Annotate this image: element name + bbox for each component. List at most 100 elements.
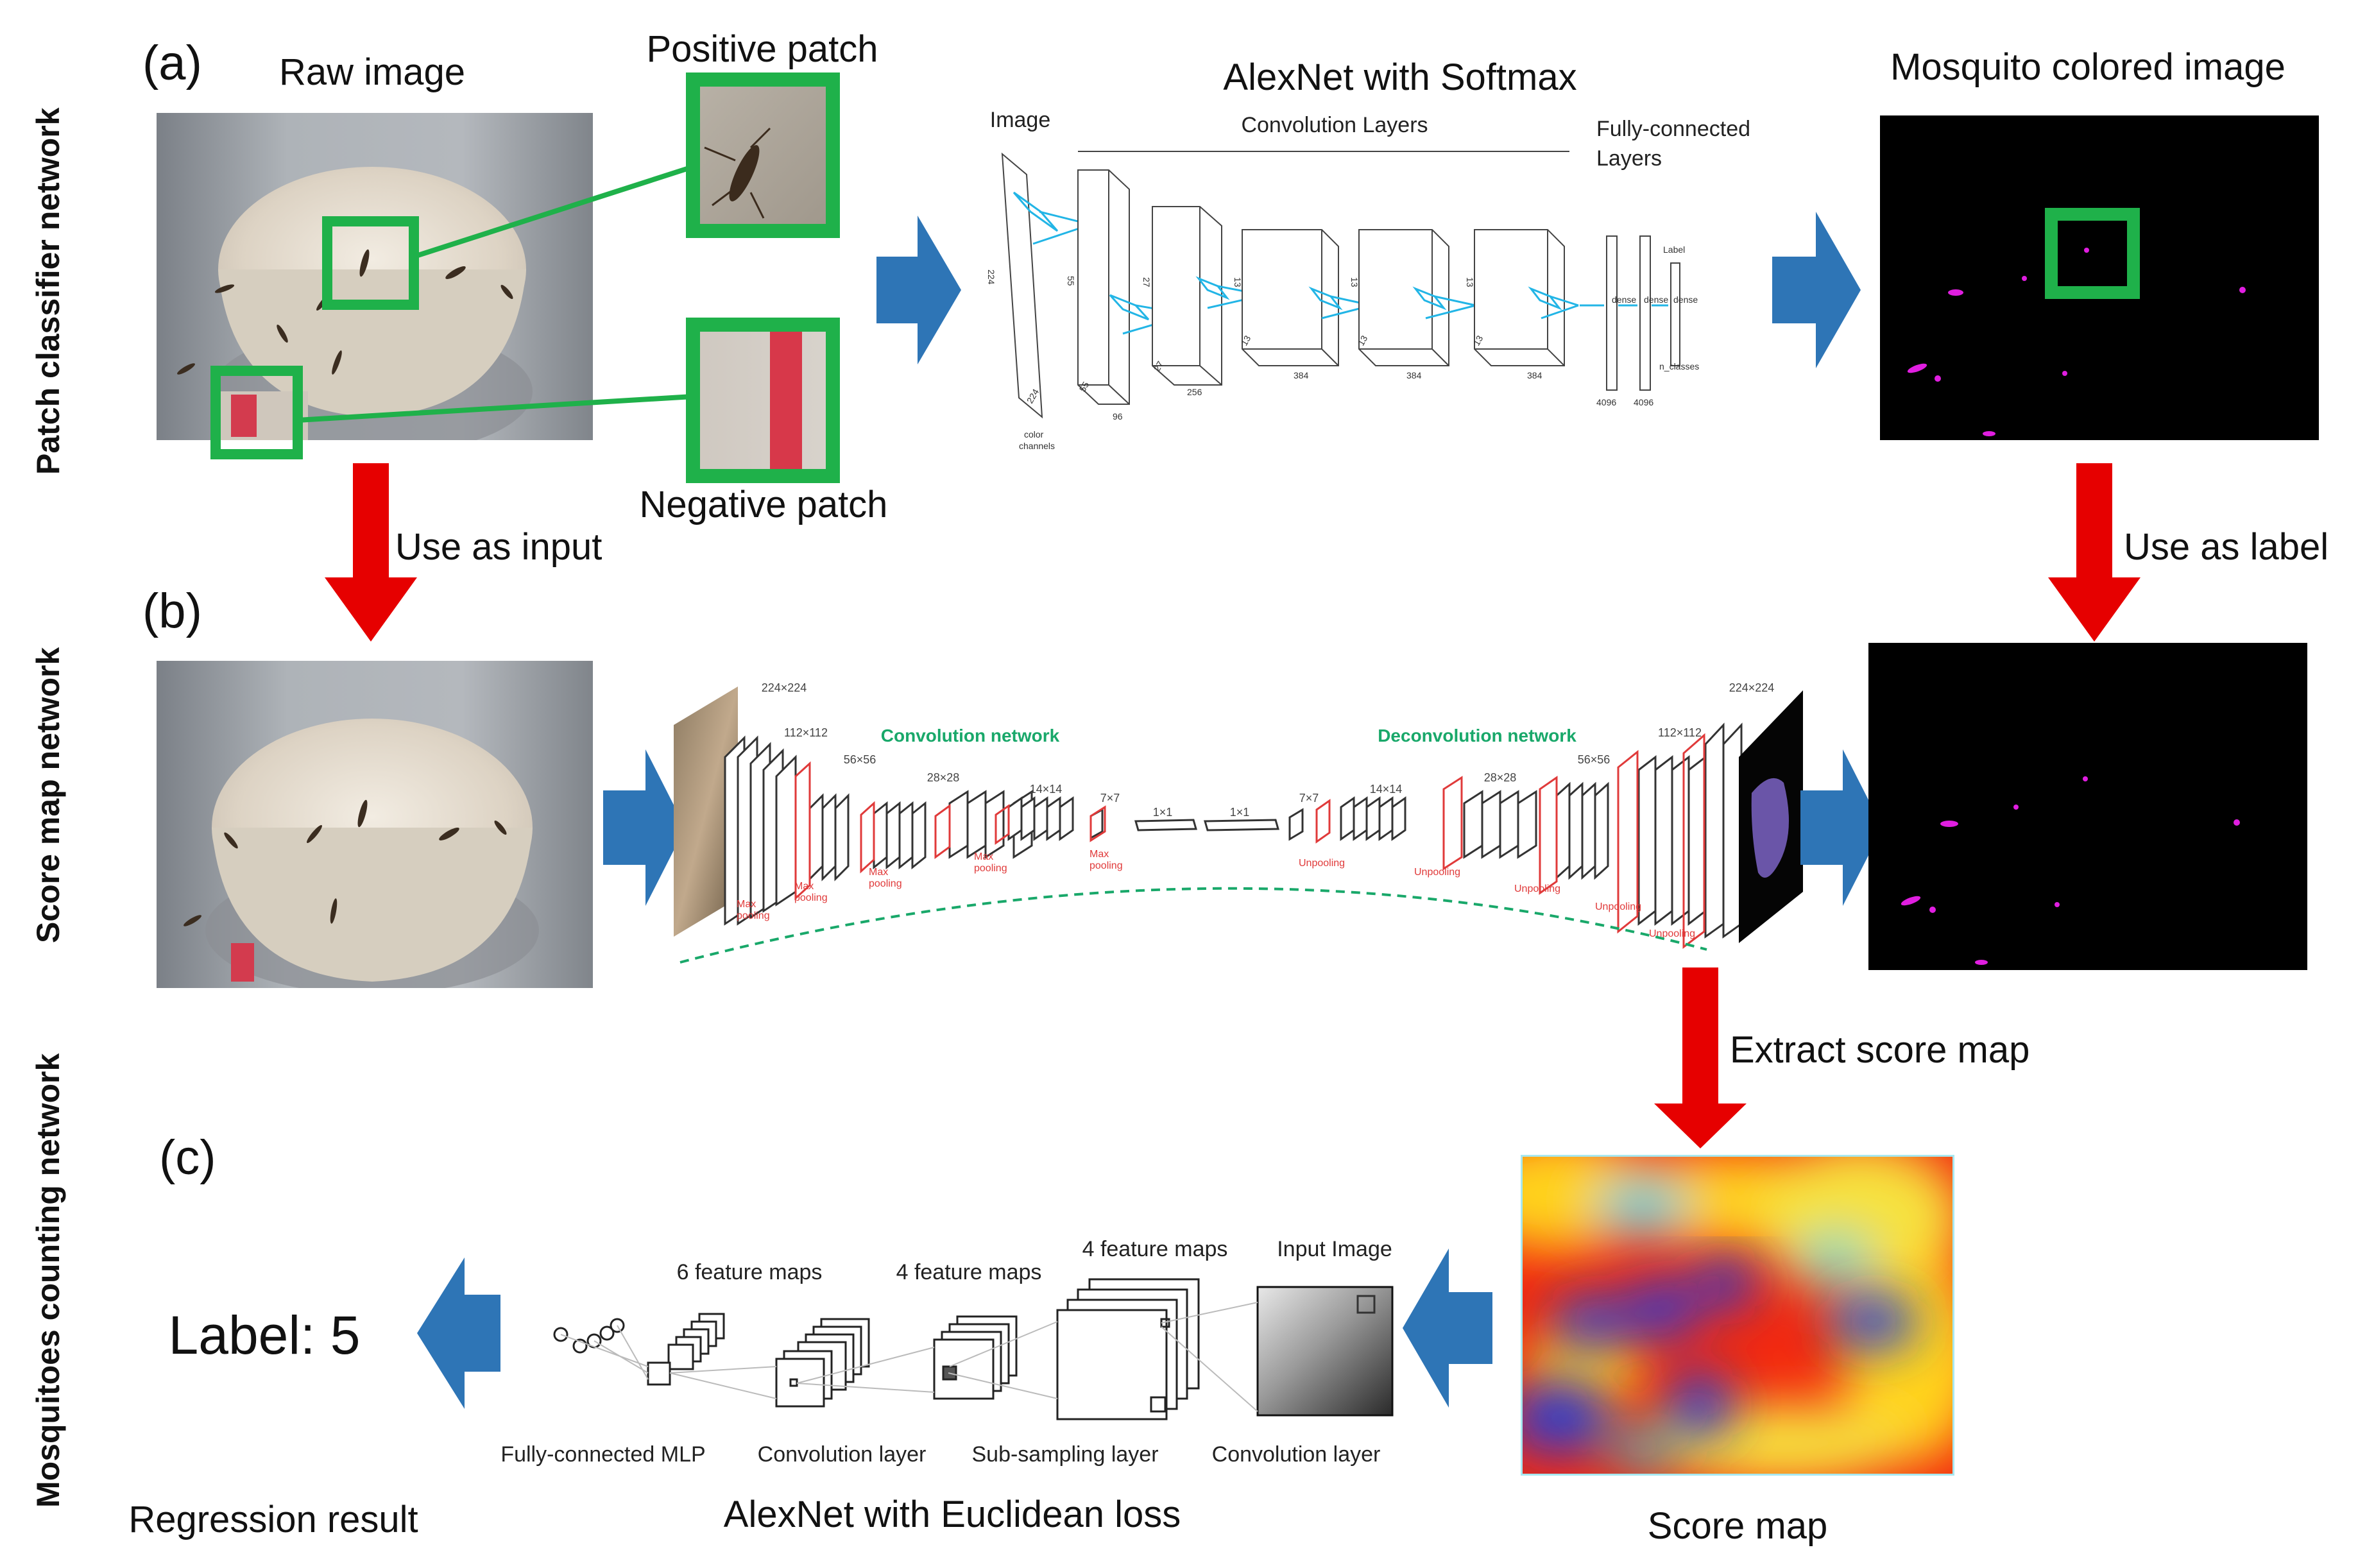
score-label-image	[1868, 643, 2307, 970]
arrow-to-result	[417, 1257, 500, 1409]
dim-55-a: 55	[1066, 276, 1076, 286]
maxpool-4b: pooling	[974, 863, 1007, 874]
use-as-label-label: Use as label	[2124, 526, 2328, 568]
fc-layers-label-2: Layers	[1596, 146, 1662, 171]
dense-2: dense	[1644, 294, 1668, 305]
alexnet-image-label: Image	[990, 108, 1051, 132]
size-1-left: 1×1	[1153, 806, 1173, 819]
dense-1: dense	[1612, 294, 1636, 305]
score-map-title: Score map	[1648, 1505, 1827, 1547]
dim-13-e: 13	[1465, 277, 1475, 287]
dim-96: 96	[1113, 411, 1123, 422]
size-7-left: 7×7	[1100, 792, 1120, 805]
six-feature-maps-label: 6 feature maps	[677, 1260, 823, 1284]
arrow-to-deconvnet	[603, 749, 685, 906]
dim-27-b: 27	[1152, 359, 1166, 373]
unpool-2: Unpooling	[1414, 867, 1460, 878]
positive-connector	[413, 164, 694, 259]
size-7-right: 7×7	[1299, 792, 1319, 805]
mosquito-colored-title: Mosquito colored image	[1890, 46, 2285, 88]
dim-nclass: n_classes	[1659, 361, 1699, 371]
arrow-to-counting-net	[1403, 1248, 1492, 1408]
negative-box-raw	[210, 366, 303, 459]
dim-13-a: 13	[1233, 277, 1243, 287]
deconvolution-network-label: Deconvolution network	[1378, 726, 1576, 746]
size-28-right: 28×28	[1484, 771, 1517, 784]
input-image-thumbnail	[1256, 1286, 1394, 1417]
conv-layer-1-label: Convolution layer	[758, 1442, 927, 1467]
size-56-left: 56×56	[844, 753, 876, 766]
dim-channels: channels	[1019, 441, 1055, 451]
dim-55-b: 55	[1077, 380, 1091, 394]
alexnet-architecture: Image Convolution Layers Fully-connected…	[986, 108, 1750, 451]
use-as-input-label: Use as input	[395, 526, 602, 568]
fc-layers-label-1: Fully-connected	[1596, 117, 1750, 141]
skip-connection-curve	[679, 887, 1707, 964]
maxpool-1b: pooling	[737, 910, 770, 921]
negative-connector	[297, 394, 694, 423]
arrow-to-colored-image	[1772, 212, 1861, 368]
maxpool-1a: Max	[737, 899, 756, 910]
arrow-use-as-input	[325, 463, 417, 642]
four-feature-maps-label-2: 4 feature maps	[1082, 1237, 1228, 1261]
negative-patch	[686, 318, 840, 483]
unpool-4: Unpooling	[1595, 901, 1641, 912]
arrow-use-as-label	[2048, 463, 2140, 642]
arrow-extract-score-map	[1654, 967, 1747, 1148]
dim-256: 256	[1187, 387, 1202, 397]
positive-patch	[686, 72, 840, 238]
regression-result-label: Regression result	[128, 1499, 418, 1540]
conv-layer-2-label: Convolution layer	[1212, 1442, 1381, 1467]
dim-27-a: 27	[1141, 277, 1152, 287]
dim-4096-b: 4096	[1634, 397, 1653, 407]
size-224-left: 224×224	[762, 681, 807, 694]
input-image-label: Input Image	[1277, 1237, 1392, 1261]
positive-patch-title: Positive patch	[646, 28, 878, 70]
unpool-1: Unpooling	[1299, 858, 1345, 869]
maxpool-3a: Max	[869, 867, 888, 878]
dim-384-a: 384	[1294, 370, 1309, 380]
size-14-right: 14×14	[1370, 783, 1403, 796]
extract-score-map-label: Extract score map	[1730, 1029, 2029, 1071]
convolution-network-label: Convolution network	[881, 726, 1060, 746]
arrow-to-alexnet	[876, 216, 961, 364]
size-56-right: 56×56	[1578, 753, 1610, 766]
negative-patch-title: Negative patch	[640, 484, 888, 525]
mosquito-colored-image	[1880, 115, 2319, 440]
four-feature-maps-label-1: 4 feature maps	[896, 1260, 1042, 1284]
arrow-to-label-map	[1800, 749, 1883, 906]
dim-13-d: 13	[1356, 334, 1370, 348]
dim-13-f: 13	[1471, 334, 1485, 348]
score-map-heatmap	[1521, 1155, 1954, 1476]
conv-layers-label: Convolution Layers	[1241, 113, 1428, 137]
sub-sampling-label: Sub-sampling layer	[971, 1442, 1158, 1467]
side-label-counting: Mosquitoes counting network	[30, 1053, 66, 1508]
deconvnet-architecture: Convolution network Deconvolution networ…	[674, 681, 1803, 964]
maxpool-5b: pooling	[1089, 860, 1123, 871]
unpool-3: Unpooling	[1514, 883, 1560, 894]
size-224-right: 224×224	[1729, 681, 1775, 694]
size-28-left: 28×28	[927, 771, 960, 784]
dim-13-c: 13	[1349, 277, 1360, 287]
size-14-left: 14×14	[1030, 783, 1063, 796]
dim-384-b: 384	[1406, 370, 1422, 380]
alexnet-softmax-title: AlexNet with Softmax	[1223, 56, 1576, 98]
size-112-right: 112×112	[1658, 726, 1702, 739]
unpool-5: Unpooling	[1649, 928, 1695, 939]
dim-224-a: 224	[986, 269, 996, 285]
size-112-left: 112×112	[784, 726, 828, 739]
dim-color: color	[1024, 429, 1044, 439]
panel-label-b: (b)	[142, 584, 202, 638]
dim-4096-a: 4096	[1596, 397, 1616, 407]
dim-384-c: 384	[1527, 370, 1542, 380]
maxpool-3b: pooling	[869, 878, 902, 889]
maxpool-4a: Max	[974, 851, 993, 862]
fc-mlp-label: Fully-connected MLP	[500, 1442, 705, 1467]
positive-box-raw	[322, 216, 419, 310]
alexnet-euclidean-title: AlexNet with Euclidean loss	[724, 1494, 1181, 1535]
raw-image-b-photo	[157, 661, 593, 988]
side-label-patch-classifier: Patch classifier network	[30, 107, 66, 475]
label-result: Label: 5	[169, 1305, 361, 1365]
panel-label-c: (c)	[159, 1130, 216, 1185]
